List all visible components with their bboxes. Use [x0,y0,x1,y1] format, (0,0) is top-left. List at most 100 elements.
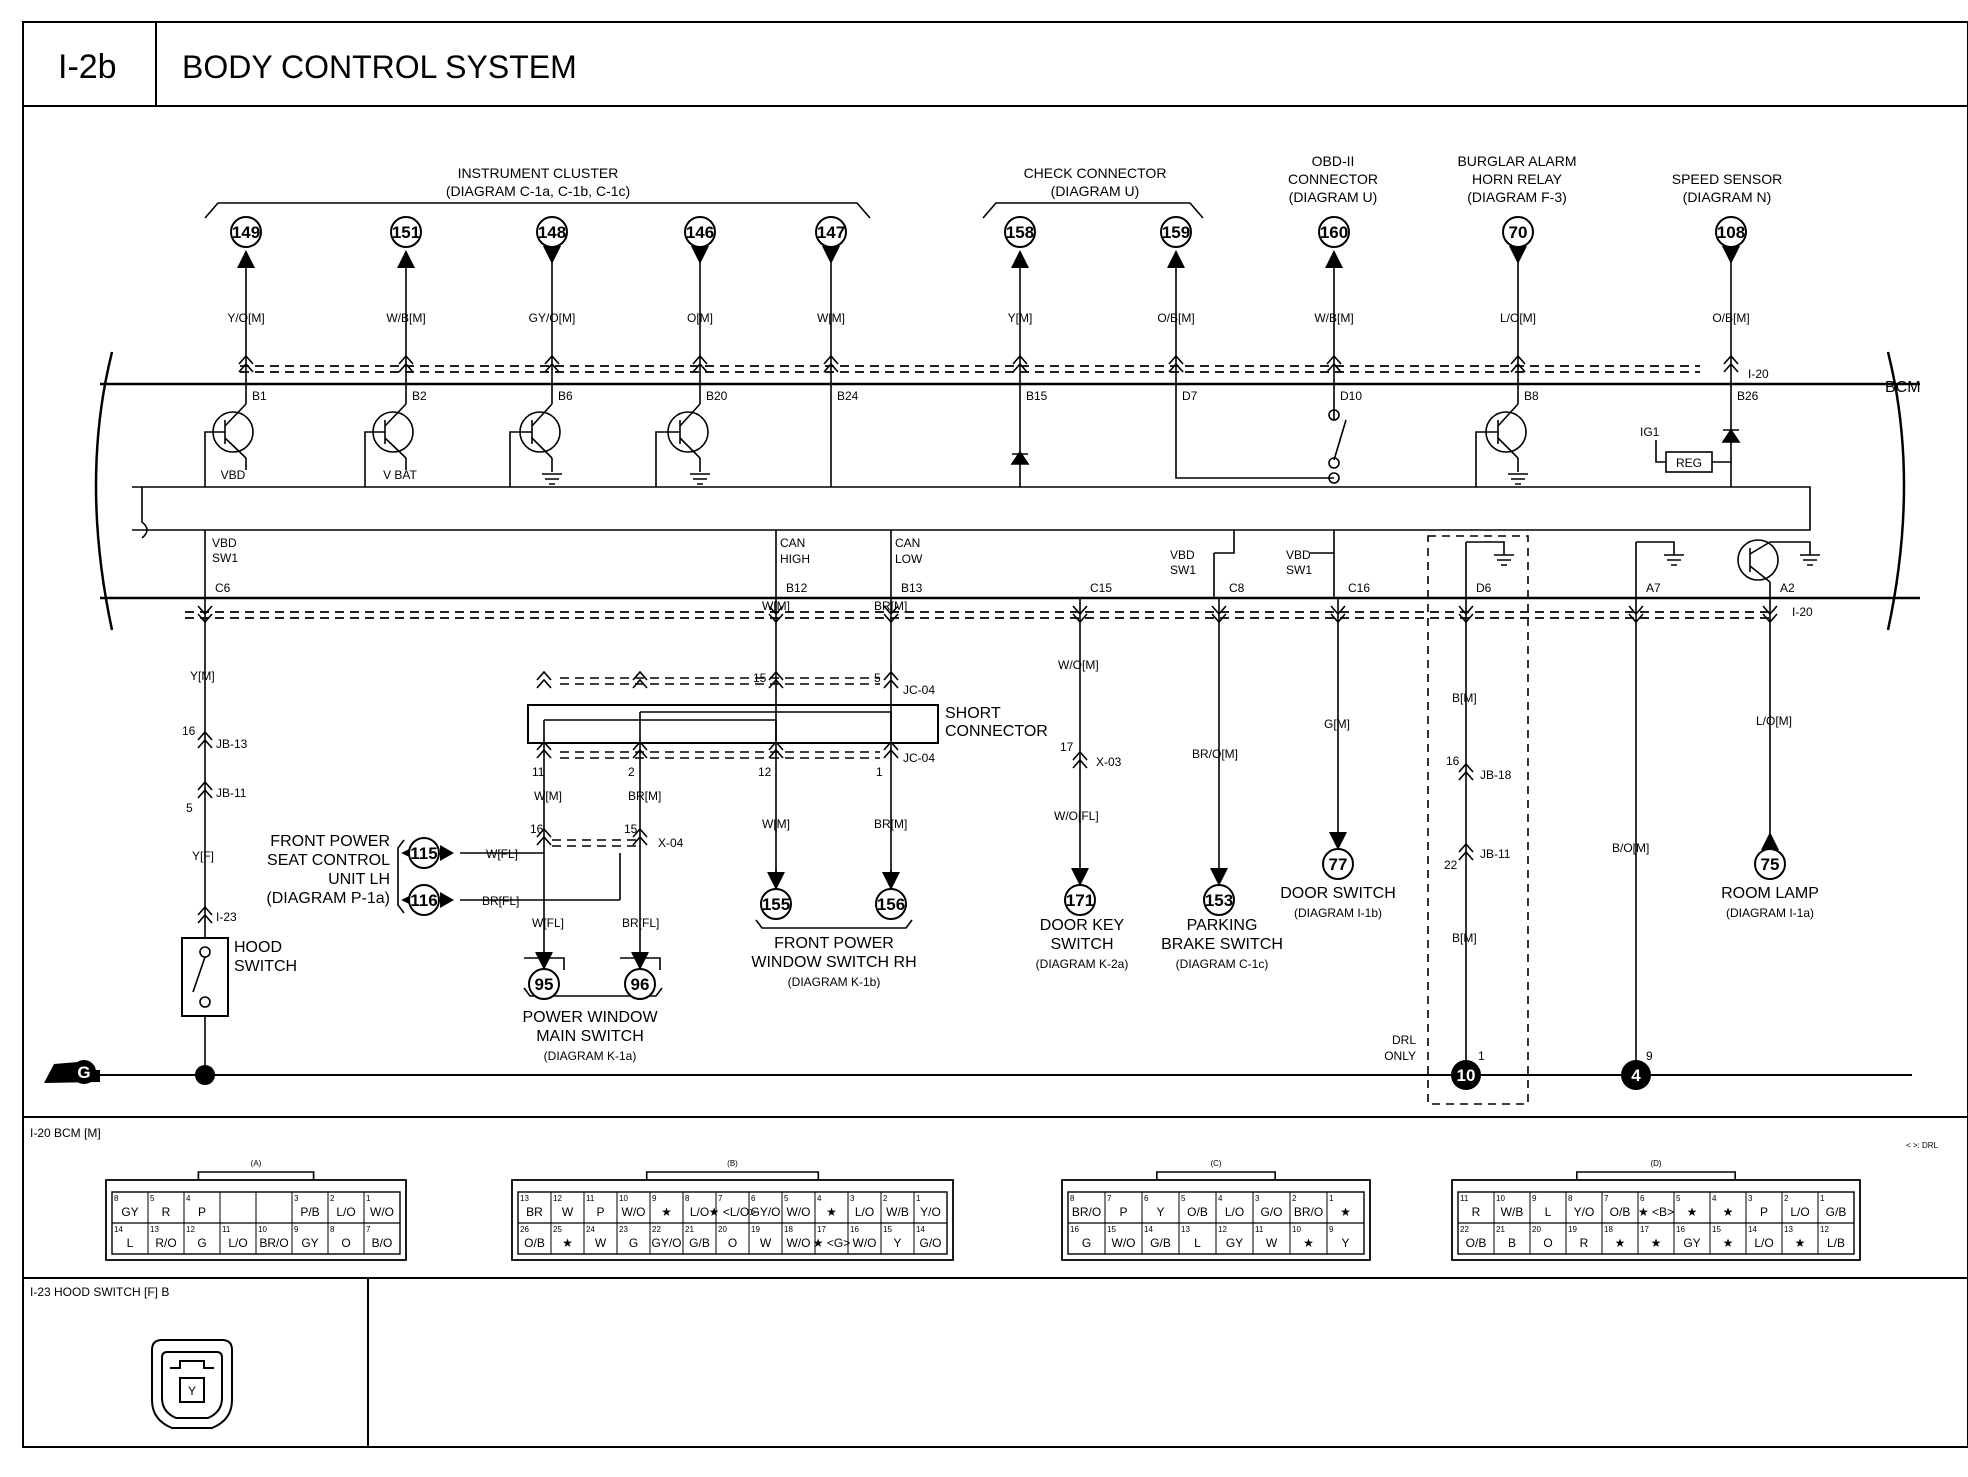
svg-text:B8: B8 [1524,389,1539,403]
svg-text:L/O: L/O [690,1205,709,1219]
svg-text:CONNECTOR: CONNECTOR [945,723,1048,740]
svg-text:70: 70 [1509,223,1528,242]
svg-text:W: W [760,1236,772,1250]
svg-text:L/O: L/O [1754,1236,1773,1250]
svg-text:W: W [562,1205,574,1219]
svg-text:O/B[M]: O/B[M] [1712,311,1749,325]
instrument-cluster-label: INSTRUMENT CLUSTER (DIAGRAM C-1a, C-1b, … [204,165,871,219]
svg-text:W[M]: W[M] [762,599,790,613]
svg-text:★: ★ [1723,1236,1734,1250]
svg-text:10: 10 [1292,1225,1301,1234]
svg-text:GY: GY [1226,1236,1243,1250]
svg-text:HORN RELAY: HORN RELAY [1472,171,1563,187]
svg-text:8: 8 [685,1194,690,1203]
hood-switch-label: HOOD [234,939,282,956]
svg-text:13: 13 [150,1225,159,1234]
svg-text:20: 20 [1532,1225,1541,1234]
svg-text:7: 7 [1604,1194,1609,1203]
svg-text:SEAT CONTROL: SEAT CONTROL [267,852,390,869]
svg-text:9: 9 [1646,1049,1653,1063]
svg-text:GY: GY [301,1236,318,1250]
svg-text:VBD: VBD [221,468,246,482]
svg-text:G/B: G/B [1150,1236,1171,1250]
svg-text:SHORT: SHORT [945,705,1001,722]
svg-text:Y: Y [1341,1236,1349,1250]
svg-text:9: 9 [1532,1194,1537,1203]
svg-text:★ <G>: ★ <G> [813,1236,850,1250]
terminal-153: 153 [1203,868,1235,916]
svg-text:1: 1 [916,1194,921,1203]
svg-text:4: 4 [1712,1194,1717,1203]
svg-text:FRONT POWER: FRONT POWER [774,935,894,952]
svg-text:156: 156 [877,895,905,914]
svg-text:5: 5 [1676,1194,1681,1203]
svg-text:2: 2 [628,765,635,779]
svg-text:14: 14 [916,1225,925,1234]
svg-text:15: 15 [1712,1225,1721,1234]
svg-text:153: 153 [1205,891,1233,910]
svg-text:W/O: W/O [787,1236,811,1250]
svg-text:V BAT: V BAT [383,468,417,482]
svg-text:W[FL]: W[FL] [532,916,564,930]
svg-text:SW1: SW1 [212,551,238,565]
svg-text:15: 15 [753,671,767,685]
drl-note: < >: DRL [1906,1141,1939,1150]
svg-text:4: 4 [1218,1194,1223,1203]
svg-text:148: 148 [538,223,566,242]
svg-text:O/B: O/B [1187,1205,1208,1219]
svg-text:17: 17 [1640,1225,1649,1234]
svg-text:SW1: SW1 [1170,563,1196,577]
svg-text:23: 23 [619,1225,628,1234]
svg-text:5: 5 [150,1194,155,1203]
bcm-pin-C6: C6 [197,581,231,624]
svg-text:★: ★ [1687,1205,1698,1219]
svg-text:Y[M]: Y[M] [1008,311,1033,325]
svg-text:GY: GY [121,1205,138,1219]
power-window-main-switch: POWER WINDOW MAIN SWITCH (DIAGRAM K-1a) [522,987,663,1063]
bcm-label: BCM [1885,379,1921,396]
connector-c: (C)8BR/O7P6Y5O/B4L/O3G/O2BR/O1★16G15W/O1… [1061,1159,1371,1261]
door-key-branch: W/O[M] 17 X-03 W/O[FL] DOOR KEY SWITCH (… [1036,598,1128,971]
svg-text:16: 16 [850,1225,859,1234]
svg-text:B/O[M]: B/O[M] [1612,841,1649,855]
i20-top: I-20 [1748,367,1769,381]
svg-text:R/O: R/O [155,1236,176,1250]
svg-text:75: 75 [1761,855,1780,874]
svg-text:WINDOW SWITCH RH: WINDOW SWITCH RH [751,954,916,971]
svg-text:13: 13 [520,1194,529,1203]
svg-text:(DIAGRAM I-1b): (DIAGRAM I-1b) [1294,906,1382,920]
svg-text:L/O: L/O [1790,1205,1809,1219]
hood-switch-branch: Y[M] 16 JB-13 5 JB-11 Y[F] I-23 HOOD SWI… [181,598,297,1085]
svg-text:VBD: VBD [1170,548,1195,562]
svg-text:96: 96 [631,975,650,994]
svg-text:GY/O: GY/O [651,1236,681,1250]
svg-text:22: 22 [1460,1225,1469,1234]
svg-text:BR/O: BR/O [1294,1205,1323,1219]
svg-text:(C): (C) [1210,1159,1221,1168]
svg-text:146: 146 [686,223,714,242]
svg-text:21: 21 [685,1225,694,1234]
ground-g: G [77,1063,90,1082]
svg-text:1: 1 [1329,1194,1334,1203]
svg-text:5: 5 [784,1194,789,1203]
svg-text:VBD: VBD [212,536,237,550]
svg-text:O: O [341,1236,350,1250]
svg-text:L/O: L/O [855,1205,874,1219]
svg-text:ONLY: ONLY [1384,1049,1416,1063]
svg-text:D7: D7 [1182,389,1198,403]
terminal-156: 156 [875,872,907,920]
svg-text:19: 19 [751,1225,760,1234]
page-frame [22,21,1968,1448]
svg-text:C8: C8 [1229,581,1245,595]
svg-text:SPEED SENSOR: SPEED SENSOR [1672,171,1782,187]
terminal-77: 77 [1322,832,1354,880]
svg-text:B26: B26 [1737,389,1759,403]
svg-text:Y[F]: Y[F] [192,849,214,863]
svg-text:15: 15 [1107,1225,1116,1234]
svg-text:BR[M]: BR[M] [628,789,661,803]
svg-text:BR[FL]: BR[FL] [622,916,659,930]
svg-text:W/O: W/O [853,1236,877,1250]
